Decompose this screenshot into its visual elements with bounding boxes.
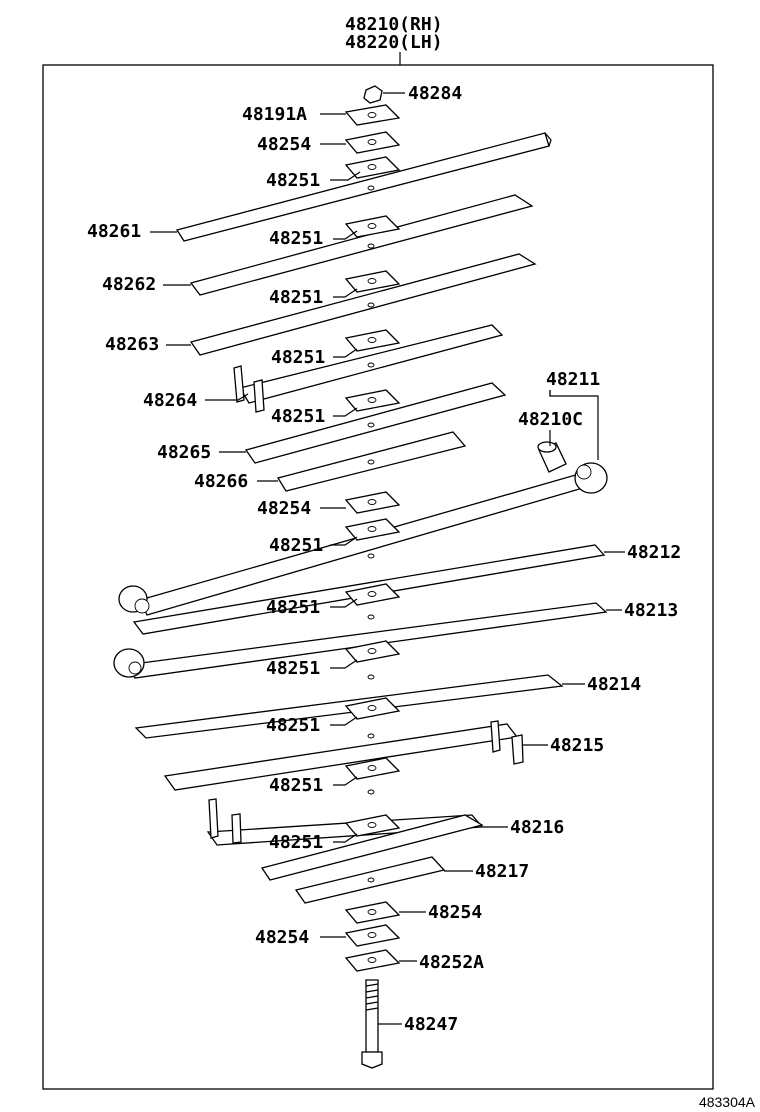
label-48265[interactable]: 48265	[157, 442, 211, 463]
illustration-code: 483304A	[699, 1094, 756, 1110]
clip-48216-right	[231, 813, 242, 844]
label-48264[interactable]: 48264	[143, 390, 197, 411]
label-48254[interactable]: 48254	[257, 134, 311, 155]
plate-48254-middle[interactable]	[344, 491, 401, 514]
label-48251[interactable]: 48251	[269, 535, 323, 556]
pad-48251-5[interactable]	[344, 389, 401, 412]
clip-48264-right	[253, 379, 265, 413]
label-48213[interactable]: 48213	[624, 600, 678, 621]
pad-48251-6[interactable]	[344, 518, 401, 541]
label-48251[interactable]: 48251	[271, 406, 325, 427]
label-48214[interactable]: 48214	[587, 674, 641, 695]
leaf-48213-eye	[113, 648, 145, 678]
label-48251[interactable]: 48251	[269, 287, 323, 308]
label-48251[interactable]: 48251	[271, 347, 325, 368]
pad-48251-4[interactable]	[344, 329, 401, 352]
centre-bolt-holes	[367, 185, 375, 883]
assembly-rh-label[interactable]: 48210(RH)	[345, 14, 443, 35]
assembly-frame	[42, 64, 714, 1090]
label-48263[interactable]: 48263	[105, 334, 159, 355]
centre-bolt-48247[interactable]	[361, 979, 383, 1069]
plate-48254-top[interactable]	[344, 131, 401, 154]
leaf-48262[interactable]	[189, 194, 534, 296]
label-48254[interactable]: 48254	[428, 902, 482, 923]
pad-48251-9[interactable]	[344, 697, 401, 720]
main-leaf-48211[interactable]	[118, 462, 608, 616]
label-48212[interactable]: 48212	[627, 542, 681, 563]
pad-48251-8[interactable]	[344, 640, 401, 663]
leaf-48217-upper[interactable]	[260, 814, 484, 881]
pad-48251-11[interactable]	[344, 814, 401, 837]
pad-48251-7[interactable]	[344, 583, 401, 606]
label-48247[interactable]: 48247	[404, 1014, 458, 1035]
label-48254[interactable]: 48254	[257, 498, 311, 519]
assembly-lh-label[interactable]: 48220(LH)	[345, 32, 443, 53]
label-48251[interactable]: 48251	[266, 658, 320, 679]
label-48251[interactable]: 48251	[266, 170, 320, 191]
label-48251[interactable]: 48251	[269, 228, 323, 249]
leader-lines	[150, 92, 625, 1025]
label-48211[interactable]: 48211	[546, 369, 600, 390]
label-48210c[interactable]: 48210C	[518, 409, 583, 430]
leaf-48213[interactable]	[113, 602, 608, 679]
label-48251[interactable]: 48251	[266, 715, 320, 736]
pad-48251-10[interactable]	[344, 757, 401, 780]
label-48262[interactable]: 48262	[102, 274, 156, 295]
label-48252a[interactable]: 48252A	[419, 952, 484, 973]
label-48191a[interactable]: 48191A	[242, 104, 307, 125]
label-48254[interactable]: 48254	[255, 927, 309, 948]
label-48215[interactable]: 48215	[550, 735, 604, 756]
plate-48254-lower-1[interactable]	[344, 901, 401, 924]
clip-48215-right	[511, 734, 524, 765]
leaf-48263[interactable]	[189, 253, 537, 356]
clip-48216-left	[208, 798, 219, 839]
label-48251[interactable]: 48251	[266, 597, 320, 618]
leaf-48215[interactable]	[163, 720, 524, 791]
nut-48284[interactable]	[363, 85, 383, 104]
pad-48251-3[interactable]	[344, 270, 401, 293]
label-48284[interactable]: 48284	[408, 83, 462, 104]
leaf-48261[interactable]	[175, 132, 552, 242]
label-48251[interactable]: 48251	[269, 832, 323, 853]
clip-48215-left	[490, 720, 501, 753]
label-48266[interactable]: 48266	[194, 471, 248, 492]
plate-48254-lower-2[interactable]	[344, 924, 401, 947]
label-48216[interactable]: 48216	[510, 817, 564, 838]
label-48251[interactable]: 48251	[269, 775, 323, 796]
plate-48191a[interactable]	[344, 104, 401, 126]
bushing-48210c[interactable]	[537, 441, 567, 473]
label-48217[interactable]: 48217	[475, 861, 529, 882]
leaf-48265[interactable]	[244, 382, 507, 464]
plate-48252a[interactable]	[344, 949, 401, 972]
label-48261[interactable]: 48261	[87, 221, 141, 242]
pad-48251-2[interactable]	[344, 215, 401, 238]
clip-48264-left	[233, 365, 245, 403]
